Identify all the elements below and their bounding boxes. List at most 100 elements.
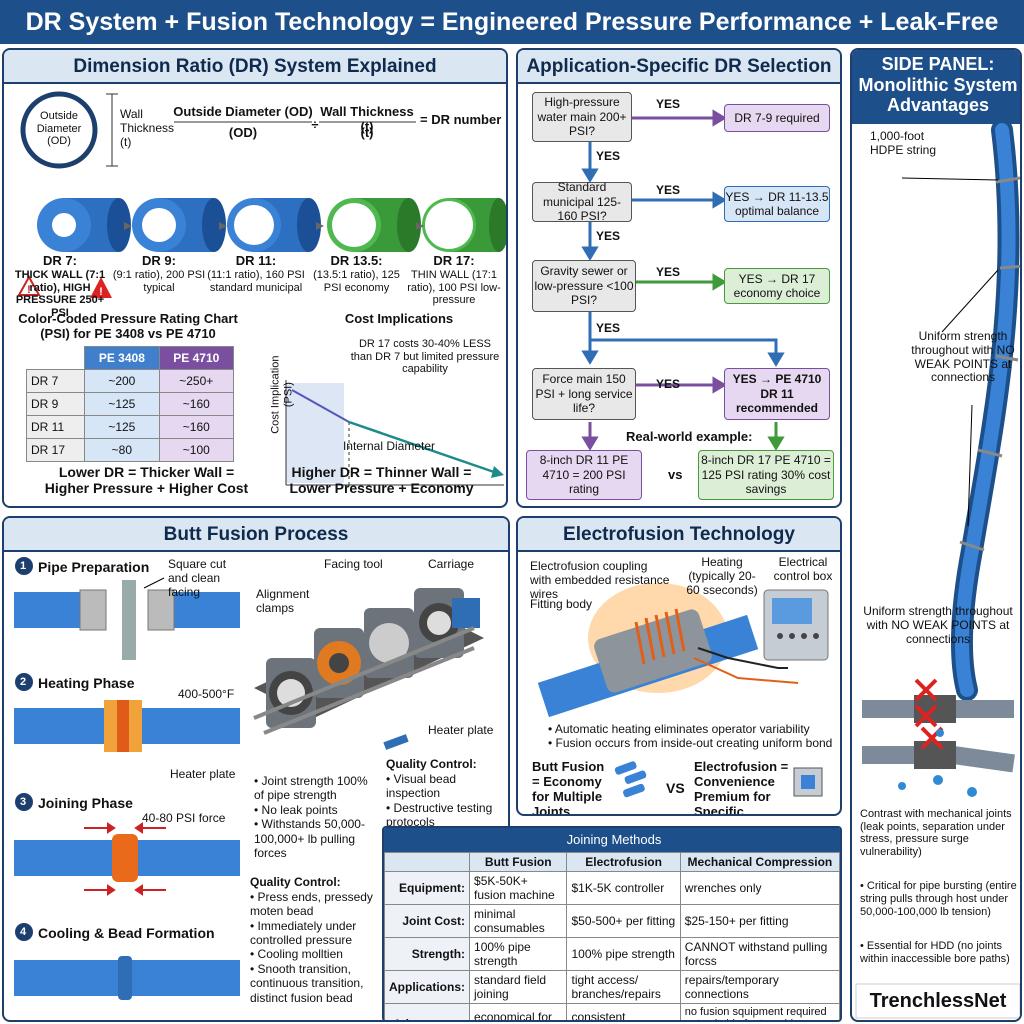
lower-dr-note: Lower DR = Thicker Wall = Higher Pressur… — [44, 464, 249, 497]
step-2-title: Heating Phase — [38, 675, 135, 691]
higher-dr-note: Higher DR = Thinner Wall = Lower Pressur… — [289, 464, 474, 497]
joining-title: Joining Methods — [384, 828, 840, 852]
step-3-title: Joining Phase — [38, 795, 133, 811]
strength-list: • Joint strength 100% of pipe strength• … — [254, 774, 368, 860]
formula-od-sub: (OD) — [228, 125, 258, 140]
step-3-number: 3 — [20, 796, 27, 808]
svg-text:!: ! — [27, 284, 31, 296]
rating-title: Color-Coded Pressure Rating Chart (PSI) … — [18, 311, 238, 341]
butt-panel-title: Butt Fusion Process — [4, 518, 508, 552]
pipe-dr9 — [132, 198, 226, 252]
a-dr11: YES → DR 11-13.5 optimal balance — [724, 186, 830, 222]
pipe-string-graphic — [855, 119, 1020, 1019]
table-row: DR 7~200~250+ — [25, 369, 235, 393]
table-row: Equipment:$5K-50K+ fusion machine$1K-5K … — [384, 871, 840, 905]
step-4-number: 4 — [20, 926, 27, 938]
formula-t: Wall Thickness (t) — [320, 104, 414, 134]
butt-graphics — [14, 557, 484, 1000]
butt-fusion-machine — [253, 588, 484, 750]
electrofusion-summary: Electrofusion = Convenience Premium for … — [694, 759, 789, 816]
fitting-body-label: Fitting body — [530, 597, 593, 611]
heating-label: Heating (typically 20-60 sseconds) — [686, 555, 758, 597]
od-label: Outside Diameter (OD) — [36, 110, 82, 148]
side-panel: SIDE PANEL: Monolithic System Advantages… — [850, 48, 1022, 1022]
pipe-dr7-text: DR 7:THICK WALL (7:1 ratio), HIGH PRESSU… — [14, 253, 106, 319]
qc-2: Quality Control:• Press ends, pressedy m… — [250, 875, 373, 1005]
pipe-dr13 — [327, 198, 421, 252]
pipe-dr13-text: DR 13.5:(13.5:1 ratio), 125 PSI economy — [313, 253, 400, 294]
formula-od: Outside Diameter (OD) — [173, 104, 313, 119]
flow-arrows — [581, 109, 785, 451]
butt-fusion-summary: Butt Fusion = Economy for Multiple Joint… — [532, 759, 605, 816]
a-dr17: YES → DR 17 economy choice — [724, 268, 830, 304]
vs-label: vs — [668, 467, 683, 482]
pipe-dr11-text: DR 11:(11:1 ratio), 160 PSI standard mun… — [207, 253, 305, 294]
q-force-main: Force main 150 PSI + long service life? — [532, 368, 636, 420]
step-2-temp: 400-500°F — [178, 687, 235, 701]
formula-div: ÷ — [311, 117, 319, 132]
table-row: DR 17~80~100 — [25, 438, 235, 462]
table-row: Joint Cost:minimal consumables$50-500+ p… — [384, 904, 840, 938]
heater-plate-label: Heater plate — [428, 723, 494, 737]
cost-chart — [285, 380, 504, 486]
yes-label: YES — [656, 97, 681, 111]
example-dr17: 8-inch DR 17 PE 4710 = 125 PSI rating 30… — [698, 450, 834, 500]
cost-note: DR 17 costs 30-40% LESS than DR 7 but li… — [350, 338, 500, 376]
contrast-text: Contrast with mechanical joints (leak po… — [860, 808, 1012, 858]
mechanical-joint-graphic — [862, 678, 1015, 797]
electro-panel-title: Electrofusion Technology — [518, 518, 840, 552]
cost-ylabel: Cost Implication (PSI) — [269, 355, 294, 434]
pipe-dr17-text: DR 17:THIN WALL (17:1 ratio), 100 PSI lo… — [407, 253, 501, 307]
pipe-dr11 — [227, 198, 321, 252]
facing-tool-label: Facing tool — [324, 557, 383, 571]
cost-title: Cost Implications — [344, 311, 454, 326]
bullet-hdd: • Essential for HDD (no joints within in… — [860, 940, 1010, 966]
electro-panel: Electrofusion Technology Electrofusion c… — [516, 516, 842, 816]
cost-xlabel: Internal Diameter — [342, 439, 436, 453]
dr-panel-title: Dimension Ratio (DR) System Explained — [4, 50, 506, 84]
table-row: DR 11~125~160 — [25, 415, 235, 439]
svg-text:!: ! — [99, 286, 103, 298]
step-1-note: Square cut and clean facing — [168, 557, 227, 599]
yes-label: YES — [656, 183, 681, 197]
hdpe-string-label: 1,000-foot HDPE string — [870, 129, 937, 157]
table-row: DR 9~125~160 — [25, 392, 235, 416]
coupling-label: Electrofusion coupling with embedded res… — [530, 559, 670, 601]
yes-label: YES — [656, 265, 681, 279]
pipe-dr7 — [37, 198, 131, 252]
vs-label: VS — [666, 780, 685, 796]
step-3-force: 40-80 PSI force — [142, 811, 226, 825]
trenchlessnet-logo: TrenchlessNet — [869, 990, 1007, 1012]
step-1-number: 1 — [20, 560, 27, 572]
uniform-label: Uniform strength throughout with NO WEAK… — [911, 329, 1015, 385]
carriage-label: Carriage — [428, 557, 475, 571]
q-high-pressure: High-pressure water main 200+ PSI? — [532, 92, 632, 142]
app-panel-title: Application-Specific DR Selection — [518, 50, 840, 84]
uniform-label-2: Uniform strength throughout with NO WEAK… — [863, 604, 1013, 646]
app-panel: Application-Specific DR Selection High-p… — [516, 48, 842, 508]
control-box-label: Electrical control box — [773, 555, 833, 583]
yes-label: YES — [596, 321, 621, 335]
side-title: SIDE PANEL: Monolithic System Advantages — [858, 54, 1018, 116]
page-title: DR System + Fusion Technology = Engineer… — [0, 0, 1024, 80]
electrofusion-graphic — [537, 583, 829, 798]
table-row: Advantages:economical for multiple joint… — [384, 1003, 840, 1020]
step-2-number: 2 — [20, 676, 27, 688]
step-1-title: Pipe Preparation — [38, 559, 150, 575]
example-label: Real-world example: — [626, 429, 753, 444]
bullet-pipe-bursting: • Critical for pipe bursting (entire str… — [860, 880, 1017, 919]
a-dr7-9: DR 7-9 required — [724, 104, 830, 132]
dr-graphics: ! ! — [17, 91, 506, 486]
pipe-dr9-text: DR 9:(9:1 ratio), 200 PSI typical — [112, 253, 206, 294]
electro-bullets: • Automatic heating eliminates operator … — [548, 722, 833, 751]
dr-panel: Dimension Ratio (DR) System Explained ! … — [2, 48, 508, 508]
alignment-clamps-label: Alignment clamps — [256, 587, 310, 615]
a-pe4710: YES → PE 4710 DR 11 recommended — [724, 368, 830, 420]
step-4-title: Cooling & Bead Formation — [38, 925, 215, 941]
pipe-dr17 — [422, 198, 506, 252]
qc-1: Quality Control:• Visual bead inspection… — [386, 757, 493, 829]
